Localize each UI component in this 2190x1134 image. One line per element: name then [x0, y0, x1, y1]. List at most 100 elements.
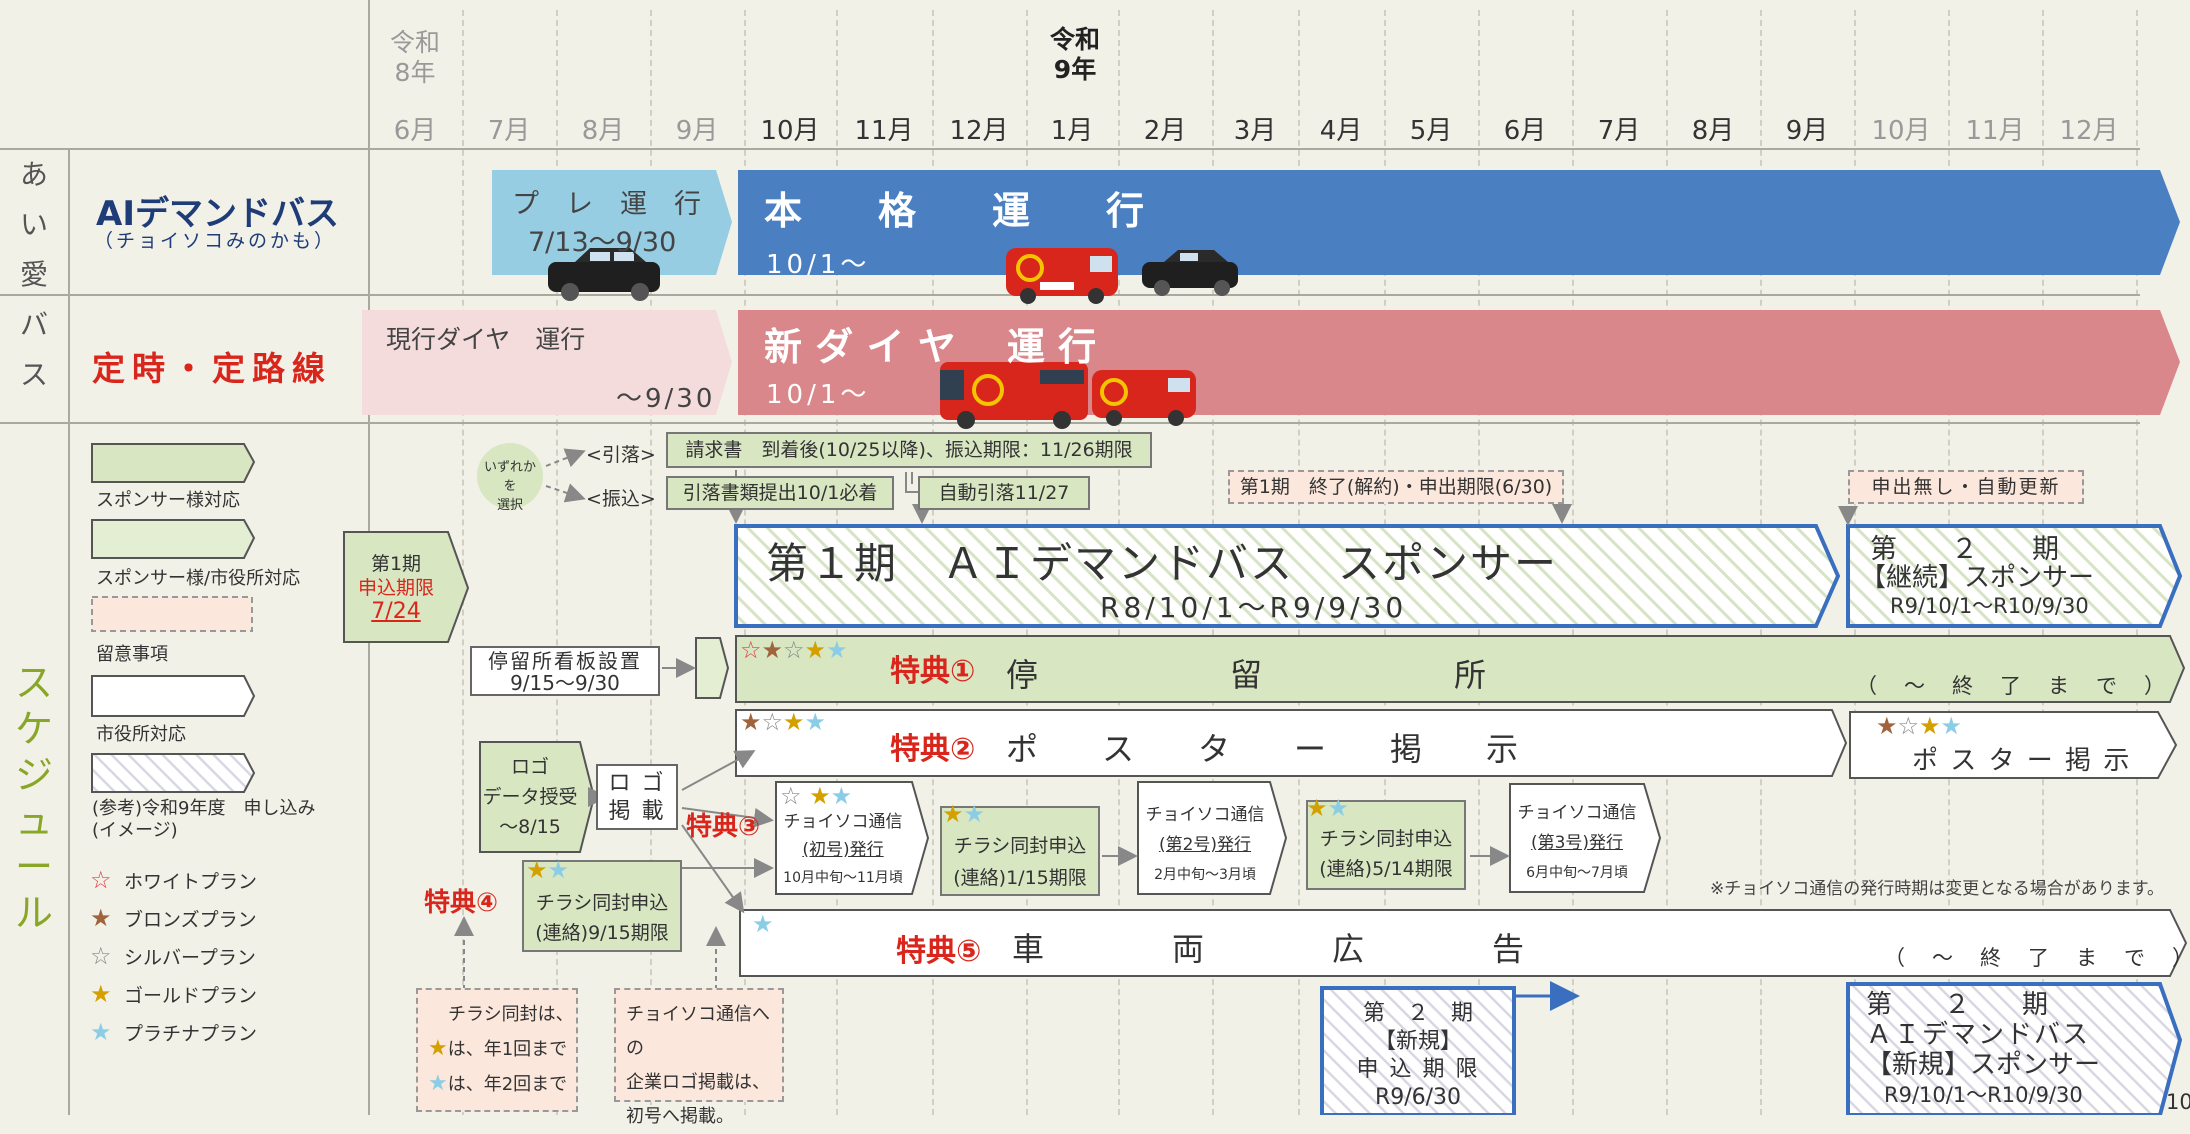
logo-data: ロゴ データ授受 ～8/15 [480, 752, 580, 842]
bronze-star-icon: ★ [1876, 712, 1898, 740]
platinum-star-icon: ★ [804, 708, 827, 736]
legend-label-city: 市役所対応 [96, 724, 186, 745]
phase1-sponsor-shape [734, 524, 1841, 628]
platinum-star-icon: ★ [830, 782, 853, 810]
phase2-new-shape [1846, 982, 2183, 1115]
gold-star-icon: ★ [809, 782, 831, 810]
logo-note-line2: 企業ロゴ掲載は、 [626, 1072, 770, 1093]
new-diagram-label: 新 ダ イ ヤ 運 行 [764, 325, 1097, 369]
flyer3-line2: (連絡)5/14期限 [1319, 858, 1453, 880]
withdraw-label: <引落> [586, 444, 656, 466]
month-label: 5月 [1409, 116, 1453, 146]
benefit1-stars: ☆★☆★★ [740, 636, 848, 664]
benefit5-shape [739, 909, 2188, 977]
phase2-new-line1: 第 ２ 期 [1866, 990, 2049, 1020]
platinum-star-icon: ★ [752, 910, 774, 938]
logo-data-line1: ロゴ [510, 756, 549, 778]
flyer-note-line1: チラシ同封は、 [448, 1004, 574, 1025]
full-run-label: 本 格 運 行 [764, 189, 1145, 233]
phase1-sponsor-dates: R8/10/1～R9/9/30 [1100, 591, 1408, 624]
plan-star-icon: ★ [90, 904, 112, 932]
choiso1: チョイソコ通信 (初号)発行 10月中旬～11月頃 [778, 808, 908, 892]
white-star-icon: ☆ [740, 636, 762, 664]
month-label: 9月 [675, 116, 719, 146]
invoice-box: 請求書 到着後(10/25以降)、振込期限：11/26期限 [666, 432, 1152, 468]
current-diagram-bar [362, 310, 732, 415]
choiso2-line3: 2月中旬～3月頃 [1154, 867, 1256, 883]
month-label: 11月 [854, 116, 914, 146]
choiso3: チョイソコ通信 (第3号)発行 6月中旬～7月頃 [1512, 798, 1642, 888]
phase1-deadline-shape [343, 531, 470, 643]
legend-shape-city [91, 675, 256, 717]
flyer2-stars: ★★ [942, 800, 985, 828]
phase2-new-deadline: 第 ２ 期 【新規】 申 込 期 限 R9/6/30 [1326, 1000, 1510, 1112]
gold-star-icon: ★ [1306, 794, 1328, 822]
flyer3-box: チラシ同封申込 (連絡)5/14期限 [1306, 800, 1466, 890]
choiso3-shape [1509, 783, 1662, 893]
pre-run-label: プ レ 運 行 [512, 189, 701, 220]
ai-demand-title: AIデマンドバス [96, 194, 339, 234]
logo-data-line2: データ授受 [482, 786, 578, 808]
plan-label: シルバープラン [124, 947, 256, 969]
plan-star-icon: ★ [90, 1018, 112, 1046]
fixed-route-title: 定時・定路線 [92, 349, 332, 388]
month-gridline [462, 10, 464, 1115]
logo-post-line2: 掲 載 [608, 799, 666, 824]
phase2-continue: 第 ２ 期 【継続】スポンサー R9/10/1～R10/9/30 [1860, 534, 2160, 620]
flyer-note: チラシ同封は、 ★は、年1回まで ★は、年2回まで [416, 988, 578, 1112]
platinum-star-icon: ★ [1327, 794, 1350, 822]
month-label: 11月 [1965, 116, 2025, 146]
phase1-deadline: 第1期 申込期限 7/24 [344, 552, 448, 624]
flyer1-box: チラシ同封申込 (連絡)9/15期限 [522, 860, 682, 952]
gold-star-icon: ★ [783, 708, 805, 736]
side-divider [68, 148, 70, 1115]
legend-label-sponsor: スポンサー様対応 [96, 490, 240, 511]
phase1-deadline-date: 7/24 [371, 599, 421, 624]
month-label: 3月 [1233, 116, 1277, 146]
phase2-new-dates: R9/10/1～R10/9/30 [1884, 1083, 2083, 1107]
benefit1-tag: 特典① [890, 654, 976, 689]
month-label: 6月 [393, 116, 437, 146]
plan-legend-item: ☆シルバープラン [90, 942, 256, 970]
stop-mini-shape [695, 637, 730, 699]
aiai-bus-label: あい愛バス [19, 158, 48, 391]
benefit1-suffix: （ ～ 終 了 ま で ） [1856, 674, 2168, 698]
silver-star-icon: ☆ [761, 708, 784, 736]
month-label: 4月 [1319, 116, 1363, 146]
month-gridline [556, 10, 558, 1115]
month-label: 9月 [1785, 116, 1829, 146]
phase1-deadline-line1: 第1期 [370, 553, 422, 575]
legend-shape-sponsor-city [91, 519, 256, 559]
taxi-icon-2 [1142, 250, 1238, 296]
plan-label: ブロンズプラン [124, 909, 257, 931]
phase2-new-deadline-line3: 申 込 期 限 [1356, 1057, 1480, 1082]
gold-star-icon: ★ [1919, 712, 1941, 740]
full-run-dates: 10/1～ [766, 250, 871, 280]
choiso2-line1: チョイソコ通信 [1145, 805, 1265, 825]
legend-label-sponsor-city: スポンサー様/市役所対応 [96, 568, 301, 589]
logo-note: チョイソコ通信への 企業ロゴ掲載は、 初号へ掲載。 [614, 988, 784, 1127]
benefit3-tag: 特典③ [686, 812, 761, 842]
gold-star-icon: ★ [428, 1036, 448, 1061]
flyer1-stars: ★★ [526, 856, 569, 884]
plan-label: ゴールドプラン [124, 985, 258, 1007]
choiso1-stars: ☆ ★★ [780, 782, 852, 810]
era-r9: 令和 9年 [1049, 25, 1100, 84]
phase2-continue-dates: R9/10/1～R10/9/30 [1890, 594, 2089, 618]
logo-note-line1: チョイソコ通信への [626, 1004, 770, 1059]
stop-sign-dates: 9/15～9/30 [510, 671, 620, 695]
pre-run-bar [492, 170, 732, 275]
phase2-continue-line1: 第 ２ 期 [1870, 534, 2059, 565]
gold-star-icon: ★ [526, 856, 548, 884]
bronze-star-icon: ★ [761, 636, 784, 664]
benefit5-label: 車 両 広 告 [1012, 930, 1525, 968]
silver-star-icon: ☆ [783, 636, 805, 664]
choiso1-line1: チョイソコ通信 [783, 812, 903, 832]
gold-star-icon: ★ [804, 636, 827, 664]
month-label: 12月 [2059, 116, 2119, 146]
platinum-star-icon: ★ [826, 636, 848, 664]
logo-data-line3: ～8/15 [499, 816, 561, 838]
flyer2-line2: (連絡)1/15期限 [953, 867, 1087, 889]
month-label: 7月 [1597, 116, 1641, 146]
platinum-star-icon: ★ [428, 1071, 448, 1096]
